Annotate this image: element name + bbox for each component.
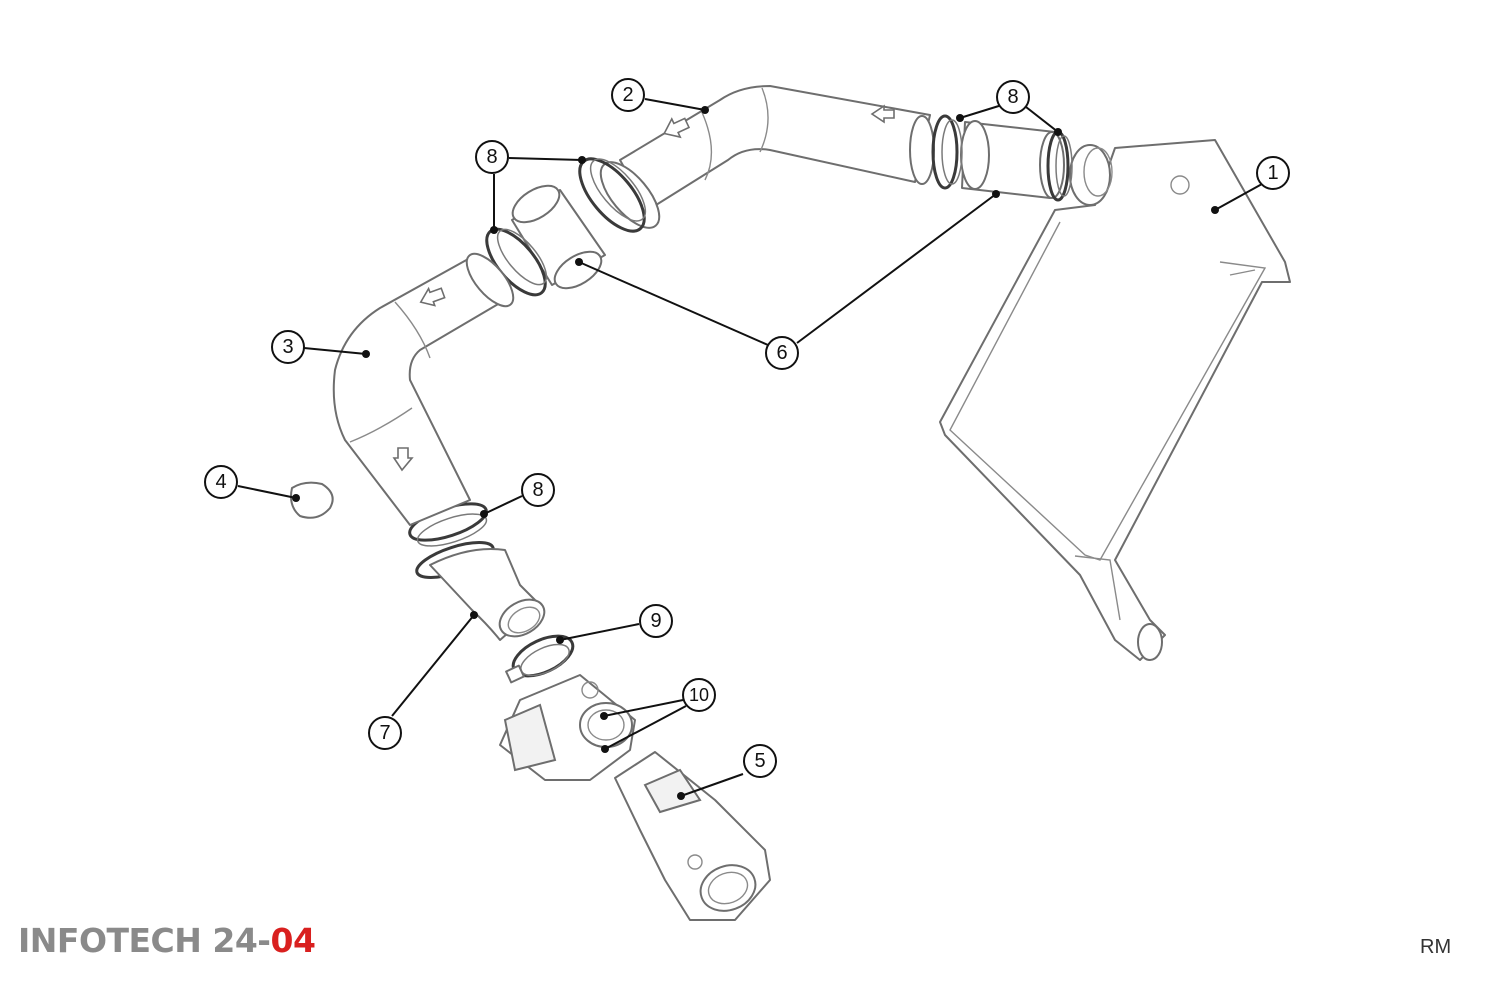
flow-arrow-icon: [870, 104, 895, 124]
author-initials: RM: [1420, 936, 1452, 958]
callout-3: 3: [271, 330, 305, 364]
svg-text:6: 6: [776, 342, 787, 364]
part-coupler-upper: [960, 120, 1065, 199]
flow-arrow-icon: [663, 117, 691, 139]
callout-4: 4: [204, 465, 238, 499]
flow-arrow-icon: [392, 447, 414, 472]
part-reducer: [429, 548, 546, 641]
callout-1: 1: [1256, 156, 1290, 190]
part-throttle-body: [499, 674, 636, 781]
svg-text:2: 2: [622, 84, 633, 106]
part-cap: [290, 481, 334, 519]
brand-logo: INFOTECH 24-04: [18, 921, 316, 960]
part-lower-pipe: [332, 252, 515, 526]
callout-10: 10: [682, 678, 716, 712]
svg-text:8: 8: [1007, 86, 1018, 108]
callout-7: 7: [368, 716, 402, 750]
flow-arrow-icon: [419, 286, 446, 307]
brand-main-text: INFOTECH 24-: [18, 921, 271, 960]
svg-text:5: 5: [754, 750, 765, 772]
svg-text:4: 4: [215, 471, 226, 493]
part-upper-pipe: [599, 85, 935, 229]
callout-6: 6: [765, 336, 799, 370]
callout-8-lower: 8: [521, 473, 555, 507]
svg-text:8: 8: [486, 146, 497, 168]
part-clamp-single: [505, 634, 575, 684]
callout-8-upper-right: 8: [996, 80, 1030, 114]
leader-lines: [237, 98, 1263, 800]
brand-accent-text: 04: [270, 921, 316, 960]
callout-9: 9: [639, 604, 673, 638]
svg-text:7: 7: [379, 722, 390, 744]
part-intake-adapter: [614, 751, 771, 921]
svg-text:10: 10: [689, 685, 709, 705]
callout-8-upper-left: 8: [475, 140, 509, 174]
part-intercooler: [939, 139, 1291, 661]
callout-2: 2: [611, 78, 645, 112]
svg-text:8: 8: [532, 479, 543, 501]
callout-5: 5: [743, 744, 777, 778]
svg-text:3: 3: [282, 336, 293, 358]
svg-text:9: 9: [650, 610, 661, 632]
svg-text:1: 1: [1267, 162, 1278, 184]
